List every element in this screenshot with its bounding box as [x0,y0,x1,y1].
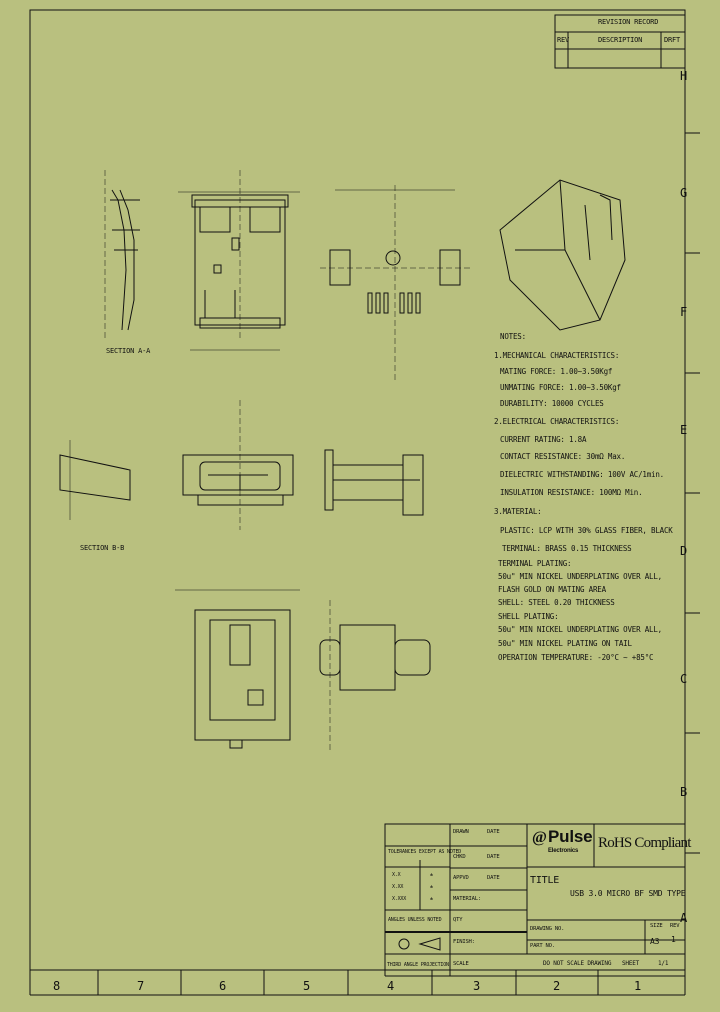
zone-6: 6 [219,979,227,993]
shell-top-view-drawing [319,600,431,750]
do-not-scale-label: DO NOT SCALE DRAWING [543,960,612,967]
note-line: OPERATION TEMPERATURE: -20°C ~ +85°C [498,653,654,662]
size-label: SIZE [650,923,663,929]
scale-label: SCALE [453,961,469,967]
part-no-label: PART NO. [530,943,555,949]
date-label: DATE [487,829,500,835]
tolerance-title: TOLERANCES EXCEPT AS NOTED [388,849,462,855]
finish-label: FINISH: [453,939,475,945]
note-line: FLASH GOLD ON MATING AREA [498,585,606,594]
tolerance-value: ± [430,896,433,902]
note-line: PLASTIC: LCP WITH 30% GLASS FIBER, BLACK [500,526,673,535]
tolerance-label: X.XXX [392,896,407,902]
rohs-label: RoHS Compliant [598,835,691,851]
zone-c: C [680,672,688,686]
section-view-drawing [59,440,131,520]
sheet-label: SHEET [622,960,640,967]
projection-symbol-icon [398,938,410,950]
tolerance-value: ± [430,884,433,890]
section-a-label: SECTION A-A [106,347,151,355]
zone-g: G [680,186,688,200]
drawing-no-label: DRAWING NO. [530,926,565,932]
note-line: UNMATING FORCE: 1.00~3.50Kgf [500,383,621,392]
tolerance-label: X.XX [392,884,404,890]
note-line: SHELL PLATING: [498,612,559,621]
date-label: DATE [487,875,500,881]
sheet-value: 1/1 [658,960,669,967]
note-line: TERMINAL PLATING: [498,559,572,568]
note-line: DIELECTRIC WITHSTANDING: 100V AC/1min. [500,470,664,479]
rev-value: 1 [671,935,676,944]
title-block [384,823,686,977]
draft-column: DRFT [664,36,681,44]
note-line: CURRENT RATING: 1.8A [500,435,587,444]
isometric-view-drawing [499,179,626,331]
bottom-view-drawing [194,609,291,749]
note-line: 3.MATERIAL: [494,507,542,516]
projection-label: THIRD ANGLE PROJECTION [387,962,449,968]
note-line: 50u" MIN NICKEL UNDERPLATING OVER ALL, [498,572,662,581]
drawn-label: DRAWN [453,829,469,835]
company-name: Pulse [548,827,593,846]
logo-mark-icon: @ [532,829,547,846]
tolerance-value: ± [430,872,433,878]
zone-8: 8 [53,979,61,993]
section-b-label: SECTION B-B [80,544,125,552]
zone-h: H [680,69,688,83]
zone-e: E [680,423,688,437]
note-line: 50u" MIN NICKEL UNDERPLATING OVER ALL, [498,625,662,634]
note-line: DURABILITY: 10000 CYCLES [500,399,604,408]
sheet-border [29,9,686,971]
tolerance-label: X.X [392,872,401,878]
rev-label: REV [670,923,680,929]
description-column: DESCRIPTION [598,36,643,44]
drawing-title: USB 3.0 MICRO BF SMD TYPE [570,889,686,898]
title-label: TITLE [530,875,560,886]
material-label: MATERIAL: [453,896,482,902]
note-line: 50u" MIN NICKEL PLATING ON TAIL [498,639,632,648]
note-line: 1.MECHANICAL CHARACTERISTICS: [494,351,620,360]
zone-b: B [680,785,688,799]
note-line: 2.ELECTRICAL CHARACTERISTICS: [494,417,620,426]
zone-5: 5 [303,979,311,993]
checked-label: CHKD [453,854,466,860]
pcb-footprint-drawing [320,185,470,380]
note-line: TERMINAL: BRASS 0.15 THICKNESS [502,544,632,553]
revision-title: REVISION RECORD [598,18,659,26]
note-line: SHELL: STEEL 0.20 THICKNESS [498,598,615,607]
top-view-drawing [178,170,300,351]
company-sub: Electronics [548,848,579,854]
revision-block [554,14,686,69]
zone-ticks [97,132,700,995]
rev-column: REV [557,36,570,44]
zone-2: 2 [553,979,561,993]
zone-1: 1 [634,979,642,993]
right-side-view-drawing [324,449,424,516]
side-view-drawing [104,170,140,340]
zone-d: D [680,544,688,558]
zone-4: 4 [387,979,395,993]
angles-label: ANGLES UNLESS NOTED [388,917,442,923]
size-value: A3 [650,937,660,946]
zone-3: 3 [473,979,481,993]
qty-label: QTY [453,917,463,923]
zone-f: F [680,305,688,319]
date-label: DATE [487,854,500,860]
zone-a: A [680,911,688,925]
front-view-drawing [175,400,300,591]
note-line: MATING FORCE: 1.00~3.50Kgf [500,367,613,376]
approved-label: APPVD [453,875,469,881]
note-line: CONTACT RESISTANCE: 30mΩ Max. [500,452,626,461]
note-line: INSULATION RESISTANCE: 100MΩ Min. [500,488,643,497]
zone-7: 7 [137,979,145,993]
notes-title: NOTES: [500,332,526,341]
